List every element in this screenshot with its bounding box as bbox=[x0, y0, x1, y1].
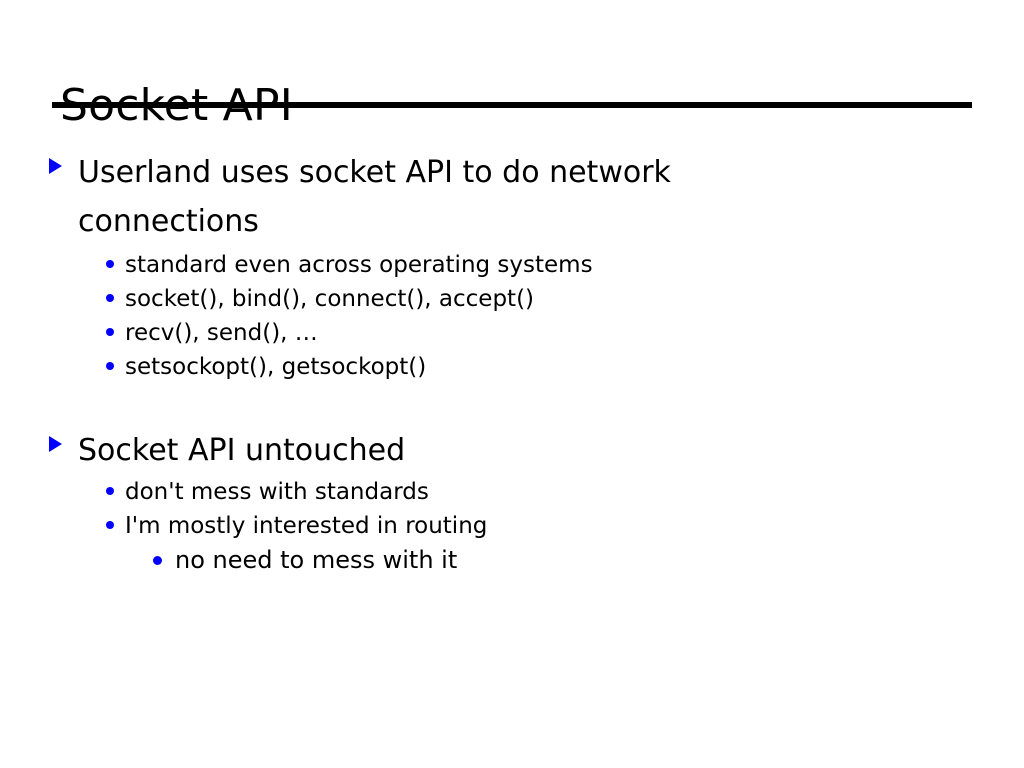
dot-bullet-icon bbox=[106, 294, 114, 302]
outline-item-level1: Userland uses socket API to do network c… bbox=[49, 148, 1024, 246]
outline-item-level2: socket(), bind(), connect(), accept() bbox=[106, 282, 1024, 316]
outline-item-level2: standard even across operating systems bbox=[106, 248, 1024, 282]
outline-item-text: standard even across operating systems bbox=[125, 252, 593, 278]
outline-item-text: setsockopt(), getsockopt() bbox=[125, 354, 427, 380]
outline-item-text: Socket API untouched bbox=[78, 433, 406, 468]
outline-item-level2: setsockopt(), getsockopt() bbox=[106, 350, 1024, 384]
triangle-right-bullet-icon bbox=[49, 158, 62, 174]
slide-body-outline: Userland uses socket API to do network c… bbox=[0, 148, 1024, 577]
outline-item-text: Userland uses socket API to do network c… bbox=[78, 155, 681, 239]
outline-item-text: I'm mostly interested in routing bbox=[125, 513, 488, 539]
dot-bullet-icon bbox=[106, 362, 114, 370]
outline-item-level3: no need to mess with it bbox=[153, 543, 1024, 577]
outline-item-text: socket(), bind(), connect(), accept() bbox=[125, 286, 535, 312]
dot-bullet-icon bbox=[106, 487, 114, 495]
outline-item-level1: Socket API untouched bbox=[49, 426, 1024, 475]
dot-bullet-icon bbox=[153, 556, 162, 565]
spacer bbox=[0, 384, 1024, 426]
outline-item-level2: recv(), send(), … bbox=[106, 316, 1024, 350]
dot-bullet-icon bbox=[106, 521, 114, 529]
outline-item-text: no need to mess with it bbox=[175, 546, 458, 574]
dot-bullet-icon bbox=[106, 328, 114, 336]
title-underline-rule bbox=[52, 102, 972, 108]
dot-bullet-icon bbox=[106, 260, 114, 268]
outline-item-text: don't mess with standards bbox=[125, 479, 429, 505]
triangle-right-bullet-icon bbox=[49, 436, 62, 452]
outline-item-level2: don't mess with standards bbox=[106, 475, 1024, 509]
outline-item-level2: I'm mostly interested in routing bbox=[106, 509, 1024, 543]
outline-item-text: recv(), send(), … bbox=[125, 320, 318, 346]
